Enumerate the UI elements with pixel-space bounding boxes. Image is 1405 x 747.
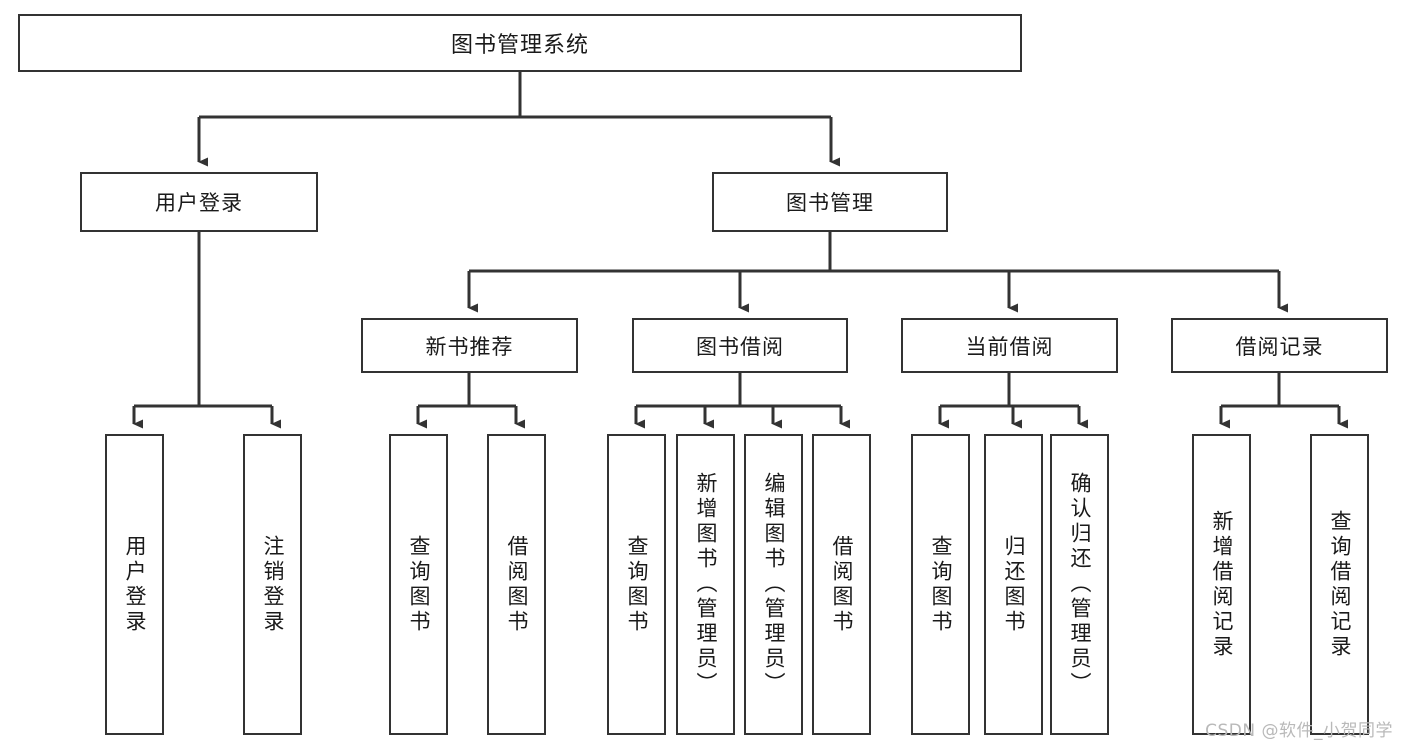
node-label: 归还图书 [1002, 534, 1026, 635]
node-label: 图书管理 [786, 191, 874, 215]
node-label: 注销登录 [261, 534, 285, 635]
node-borrowing-records[interactable]: 借阅记录 [1171, 318, 1388, 373]
node-label: 借阅图书 [830, 534, 854, 635]
node-leaf-confirm-return-admin[interactable]: 确认归还（管理员） [1050, 434, 1109, 735]
node-label: 查询图书 [625, 534, 649, 635]
node-leaf-edit-book-admin[interactable]: 编辑图书（管理员） [744, 434, 803, 735]
node-leaf-add-borrow-record[interactable]: 新增借阅记录 [1192, 434, 1251, 735]
node-label: 当前借阅 [965, 334, 1054, 359]
node-label: 新增图书（管理员） [694, 472, 718, 697]
node-leaf-user-login[interactable]: 用户登录 [105, 434, 164, 735]
node-label: 新增借阅记录 [1210, 509, 1234, 660]
node-label: 借阅记录 [1235, 334, 1324, 359]
node-leaf-query-book-current[interactable]: 查询图书 [911, 434, 970, 735]
node-label: 查询图书 [929, 534, 953, 635]
node-leaf-user-logout[interactable]: 注销登录 [243, 434, 302, 735]
node-label: 编辑图书（管理员） [762, 472, 786, 697]
node-leaf-query-borrow-record[interactable]: 查询借阅记录 [1310, 434, 1369, 735]
node-new-book-recommendation[interactable]: 新书推荐 [361, 318, 578, 373]
csdn-watermark: CSDN @软件_小贺同学 [1205, 721, 1393, 741]
node-book-borrowing[interactable]: 图书借阅 [632, 318, 848, 373]
node-leaf-return-book[interactable]: 归还图书 [984, 434, 1043, 735]
node-leaf-query-book-recommend[interactable]: 查询图书 [389, 434, 448, 735]
node-leaf-query-book-borrowing[interactable]: 查询图书 [607, 434, 666, 735]
node-label: 借阅图书 [505, 534, 529, 635]
node-label: 图书管理系统 [450, 33, 589, 58]
node-label: 用户登录 [155, 191, 243, 215]
node-label: 图书借阅 [696, 334, 784, 359]
node-label: 用户登录 [123, 534, 147, 635]
node-leaf-borrow-book[interactable]: 借阅图书 [812, 434, 871, 735]
node-leaf-borrow-book-recommend[interactable]: 借阅图书 [487, 434, 546, 735]
node-user-login[interactable]: 用户登录 [80, 172, 318, 232]
node-leaf-add-book-admin[interactable]: 新增图书（管理员） [676, 434, 735, 735]
node-label: 查询借阅记录 [1328, 509, 1352, 660]
node-root-book-management-system[interactable]: 图书管理系统 [18, 14, 1022, 72]
node-label: 新书推荐 [425, 334, 514, 359]
node-label: 查询图书 [407, 534, 431, 635]
node-label: 确认归还（管理员） [1068, 472, 1092, 697]
node-current-borrowing[interactable]: 当前借阅 [901, 318, 1118, 373]
node-book-management[interactable]: 图书管理 [712, 172, 948, 232]
